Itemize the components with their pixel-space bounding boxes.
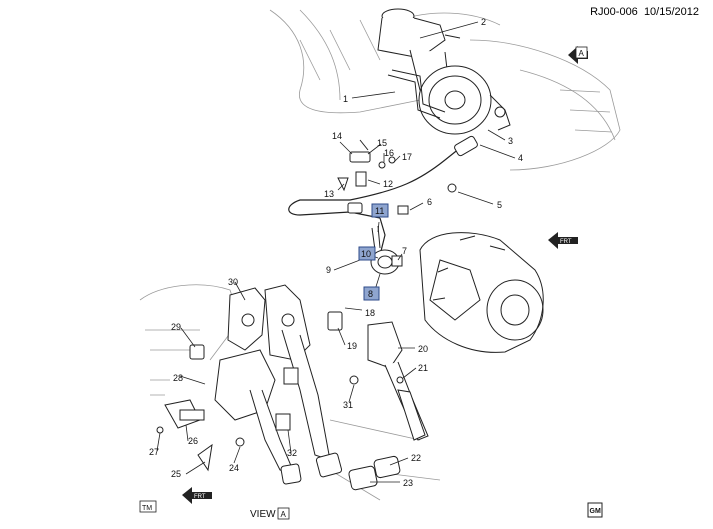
- brake-lines: [387, 69, 446, 119]
- callout-11: 11: [375, 206, 384, 216]
- clutch-hydraulic-line: [288, 139, 471, 256]
- arrow-lower-front-label: FRT: [194, 494, 206, 500]
- callout-1: 1: [343, 94, 348, 104]
- concentric-slave-cylinder: [370, 225, 403, 275]
- leader-lines: [156, 21, 516, 483]
- callout-12: 12: [383, 179, 393, 189]
- tm-badge: TM: [139, 500, 157, 513]
- view-label-text: VIEW: [250, 509, 276, 520]
- callout-6: 6: [427, 197, 432, 207]
- front-arrow-bottom: FRT: [182, 487, 212, 504]
- brake-booster: [418, 65, 511, 135]
- callout-13: 13: [324, 189, 334, 199]
- transmission-housing: [419, 232, 544, 353]
- callout-3: 3: [508, 136, 513, 146]
- callout-20: 20: [418, 344, 428, 354]
- small-fasteners: [337, 139, 396, 192]
- callout-2: 2: [481, 17, 486, 27]
- callout-10: 10: [361, 249, 371, 259]
- accelerator-pedal: [367, 321, 429, 441]
- callout-8: 8: [368, 289, 373, 299]
- callout-11-highlight: [371, 203, 389, 218]
- callout-5: 5: [497, 200, 502, 210]
- arrow-front-label: FRT: [560, 239, 572, 245]
- callout-labels: 1 2 3 4 5 6 7 8 9 10 11 12 13 14 15 16 1…: [149, 17, 523, 488]
- pedal-bracket-assembly: [214, 284, 343, 485]
- switches-and-sensors: [156, 311, 404, 472]
- callout-21: 21: [418, 363, 428, 373]
- callout-10-highlight: [358, 246, 376, 261]
- quick-connect-fittings: [347, 135, 478, 215]
- front-arrow-right: FRT: [548, 232, 578, 249]
- gm-logo-text: GM: [590, 508, 601, 515]
- view-badge: A: [281, 510, 287, 519]
- callout-25: 25: [171, 469, 181, 479]
- callout-30: 30: [228, 277, 238, 287]
- callout-15: 15: [377, 138, 387, 148]
- diagram-code: RJ00-006: [590, 6, 638, 18]
- callout-17: 17: [402, 152, 412, 162]
- arrow-top-label: A: [579, 49, 585, 58]
- gm-logo: GM: [587, 502, 603, 518]
- callout-4: 4: [518, 153, 523, 163]
- pedal-pads: [348, 455, 401, 491]
- callout-16: 16: [384, 148, 394, 158]
- callout-28: 28: [173, 373, 183, 383]
- callout-26: 26: [188, 436, 198, 446]
- callout-8-highlight: [363, 286, 380, 301]
- callout-19: 19: [347, 341, 357, 351]
- callout-29: 29: [171, 322, 181, 332]
- callout-14: 14: [332, 131, 342, 141]
- callout-27: 27: [149, 447, 159, 457]
- callout-32: 32: [287, 448, 297, 458]
- callout-31: 31: [343, 400, 353, 410]
- callout-22: 22: [411, 453, 421, 463]
- callout-24: 24: [229, 463, 239, 473]
- callout-9: 9: [326, 265, 331, 275]
- view-label: VIEW A: [250, 507, 290, 520]
- callout-18: 18: [365, 308, 375, 318]
- callout-23: 23: [403, 478, 413, 488]
- callout-7: 7: [402, 246, 407, 256]
- diagram-header: RJ00-006 10/15/2012: [590, 6, 699, 18]
- tm-label: TM: [142, 505, 152, 512]
- diagram-date: 10/15/2012: [643, 6, 699, 18]
- view-a-arrow-top: A: [568, 46, 588, 64]
